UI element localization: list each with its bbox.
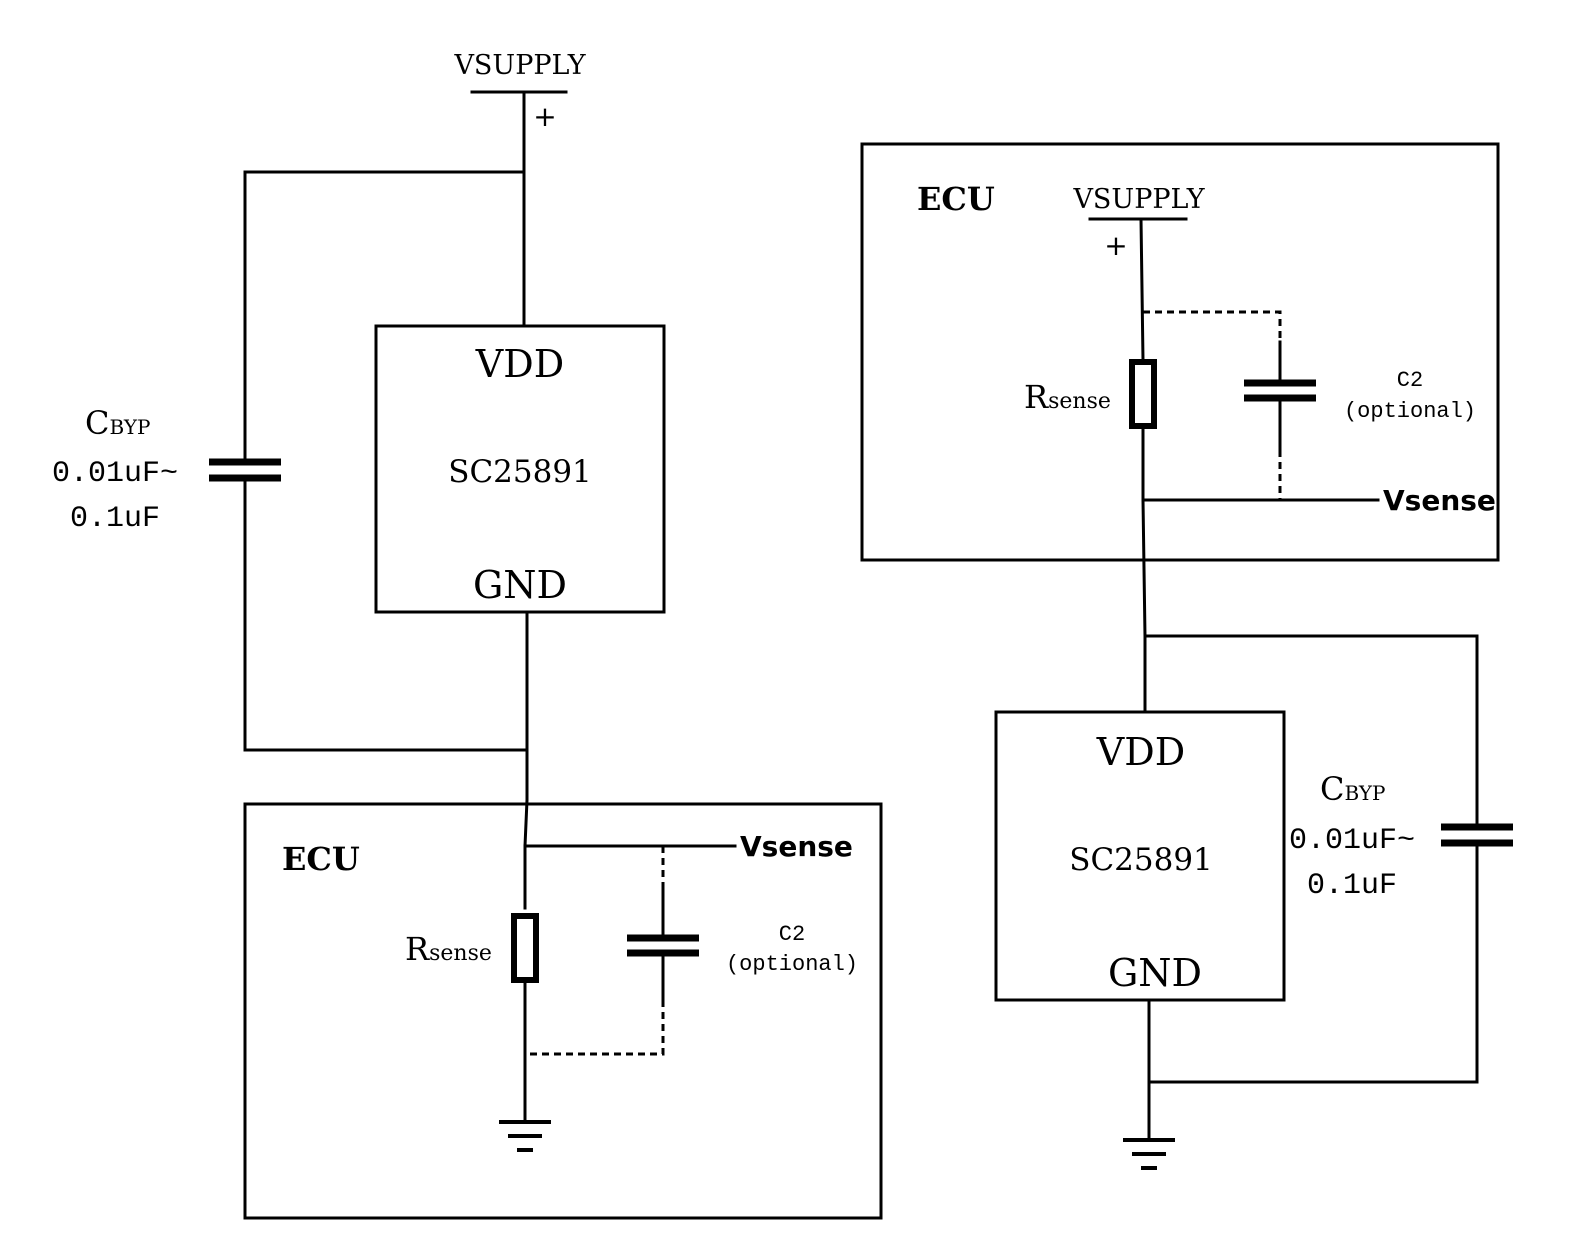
left-supply-polarity: +	[533, 100, 556, 133]
left-resistor-name: Rsense	[405, 930, 492, 968]
right-bypass-value-1: 0.01uF~	[1289, 824, 1415, 858]
right-sense-resistor	[1129, 359, 1157, 429]
right-ic-vdd: VDD	[1096, 730, 1185, 774]
left-sense-resistor	[511, 913, 539, 983]
left-ecu-box	[243, 802, 883, 1220]
left-c2-name: C2	[779, 922, 805, 947]
left-circuit: VSUPPLY + CBYP 0.01uF~ 0.1uF VDD SC25891…	[52, 50, 883, 1220]
right-ic-part: SC25891	[1069, 842, 1213, 878]
left-supply-label: VSUPPLY	[453, 50, 586, 81]
right-bypass-value-2: 0.1uF	[1307, 869, 1397, 903]
left-c2-capacitor	[525, 846, 699, 1056]
right-supply-polarity: +	[1104, 229, 1127, 262]
left-ground-symbol	[499, 1120, 551, 1152]
left-wires	[243, 90, 737, 1124]
left-ecu-label: ECU	[282, 840, 360, 878]
left-ic-part: SC25891	[448, 454, 592, 490]
right-ecu-box	[860, 142, 1500, 562]
left-bypass-value-2: 0.1uF	[70, 502, 160, 536]
right-resistor-name: Rsense	[1024, 378, 1111, 416]
right-c2-capacitor	[1143, 310, 1316, 500]
right-ecu-label: ECU	[917, 180, 995, 218]
right-c2-name: C2	[1397, 368, 1423, 393]
left-ic-box	[374, 324, 666, 614]
right-bypass-name: CBYP	[1320, 770, 1386, 808]
right-ecu-output: Vsense	[1383, 484, 1496, 517]
right-circuit: ECU VSUPPLY + Rsense C2 (optional) Vs	[860, 142, 1513, 1170]
right-c2-note: (optional)	[1344, 399, 1476, 424]
right-ground-symbol	[1123, 1138, 1175, 1170]
right-bypass-capacitor	[1441, 823, 1513, 847]
right-wires	[1139, 217, 1479, 1142]
left-bypass-value-1: 0.01uF~	[52, 457, 178, 491]
right-supply-label: VSUPPLY	[1072, 184, 1205, 215]
right-ic-box	[994, 710, 1286, 1002]
left-ic-vdd: VDD	[475, 342, 564, 386]
right-ic-gnd: GND	[1108, 951, 1202, 995]
left-ecu-output: Vsense	[740, 830, 853, 863]
left-bypass-capacitor	[209, 458, 281, 482]
left-c2-note: (optional)	[726, 952, 858, 977]
left-ic-gnd: GND	[473, 563, 567, 607]
left-bypass-name: CBYP	[85, 404, 151, 442]
